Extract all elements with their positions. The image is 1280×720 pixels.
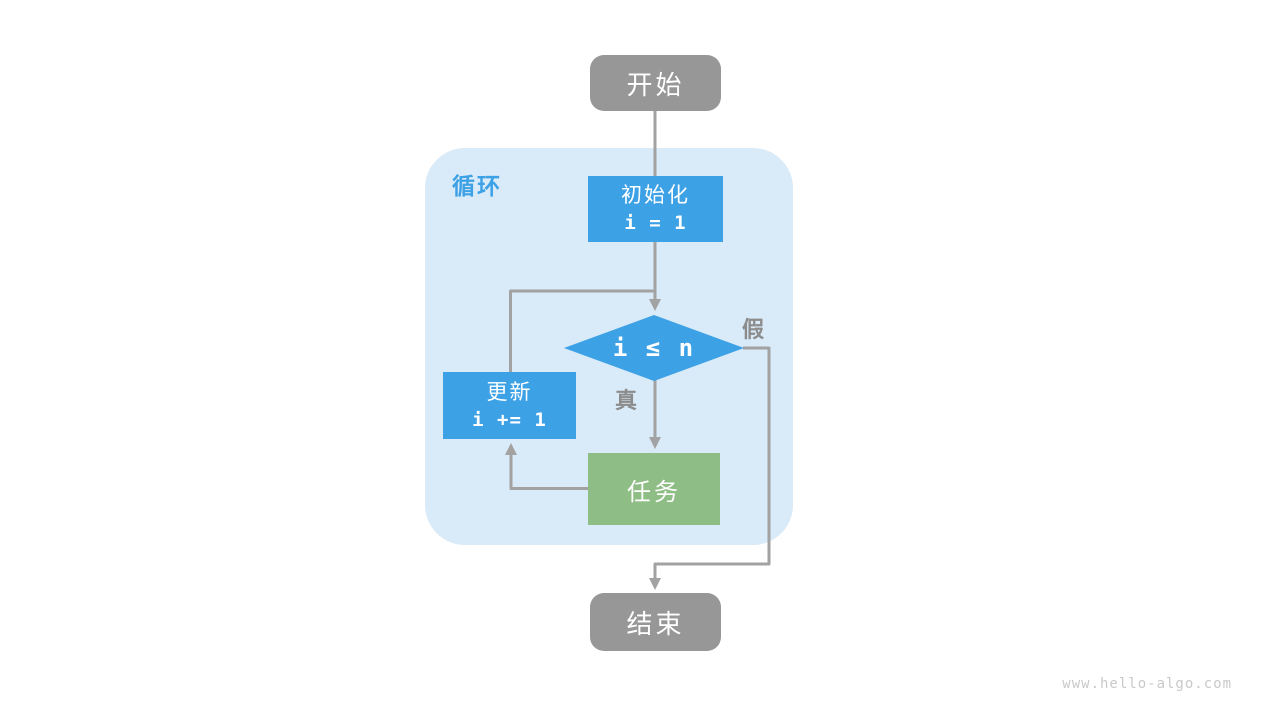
condition-node-code: i ≤ n — [612, 334, 696, 362]
edge-update-to-join — [509, 289, 656, 373]
watermark: www.hello-algo.com — [1062, 676, 1232, 692]
end-node: 结束 — [590, 593, 721, 651]
init-node-label: 初始化 — [621, 184, 690, 207]
start-node: 开始 — [590, 55, 721, 111]
init-node: 初始化 i = 1 — [588, 176, 723, 242]
update-node: 更新 i += 1 — [443, 372, 576, 439]
update-node-code: i += 1 — [472, 408, 547, 431]
update-node-label: 更新 — [486, 380, 533, 404]
end-node-label: 结束 — [626, 608, 685, 639]
true-branch-label: 真 — [615, 388, 638, 413]
start-node-label: 开始 — [626, 69, 685, 100]
task-node-label: 任务 — [627, 478, 681, 506]
edge-task-to-update — [505, 443, 589, 490]
init-node-code: i = 1 — [624, 212, 687, 235]
edge-condition-false-to-end — [649, 346, 771, 590]
loop-container-label: 循环 — [452, 173, 502, 199]
task-node: 任务 — [588, 453, 720, 525]
false-branch-label: 假 — [742, 317, 765, 342]
